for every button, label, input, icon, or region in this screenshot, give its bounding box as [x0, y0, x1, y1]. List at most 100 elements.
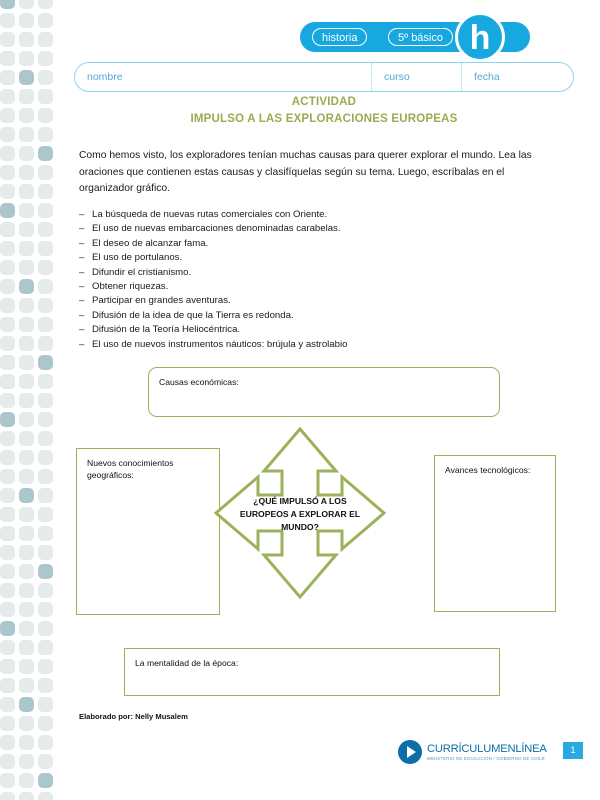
logo-name: CURRÍCULUMENLÍNEA	[427, 743, 547, 755]
decorative-dot	[0, 659, 15, 674]
decorative-dot	[19, 203, 34, 218]
page-number: 1	[563, 742, 583, 759]
decorative-dot	[19, 13, 34, 28]
decorative-dot	[19, 754, 34, 769]
decorative-dot	[19, 127, 34, 142]
date-field[interactable]: fecha	[461, 63, 575, 91]
decorative-dot	[0, 70, 15, 85]
list-item: –Difusión de la idea de que la Tierra es…	[79, 309, 499, 323]
decorative-dot	[19, 298, 34, 313]
list-item-label: El uso de nuevas embarcaciones denominad…	[92, 223, 341, 235]
list-bullet: –	[79, 209, 85, 220]
student-info-row: nombre curso fecha	[74, 62, 574, 92]
decorative-dot	[0, 241, 15, 256]
decorative-dot	[38, 260, 53, 275]
author-credit: Elaborado por: Nelly Musalem	[79, 712, 188, 721]
decorative-dot	[38, 355, 53, 370]
decorative-dot	[0, 697, 15, 712]
decorative-dot	[0, 108, 15, 123]
list-item-label: El uso de portulanos.	[92, 252, 183, 264]
decorative-dot	[38, 393, 53, 408]
list-item: –Obtener riquezas.	[79, 280, 499, 294]
decorative-dot	[0, 13, 15, 28]
decorative-dot	[0, 279, 15, 294]
decorative-dot	[0, 469, 15, 484]
decorative-dot	[19, 545, 34, 560]
course-field[interactable]: curso	[371, 63, 461, 91]
decorative-dot	[38, 469, 53, 484]
list-bullet: –	[79, 281, 85, 293]
name-field[interactable]: nombre	[87, 71, 123, 83]
decorative-dot	[0, 583, 15, 598]
decorative-dot	[38, 716, 53, 731]
decorative-dot	[38, 374, 53, 389]
decorative-dot	[0, 374, 15, 389]
decorative-dot	[19, 279, 34, 294]
box-period-mentality[interactable]: La mentalidad de la época:	[124, 648, 500, 696]
decorative-dot	[0, 564, 15, 579]
list-item-label: El deseo de alcanzar fama.	[92, 237, 209, 249]
subject-pill: historia	[312, 28, 368, 46]
decorative-dot	[0, 184, 15, 199]
list-item-label: Difusión de la Teoría Heliocéntrica.	[92, 324, 241, 336]
decorative-dot	[19, 32, 34, 47]
decorative-dot	[38, 754, 53, 769]
instructions-paragraph: Como hemos visto, los exploradores tenía…	[79, 150, 532, 194]
decorative-dot	[19, 735, 34, 750]
list-item: –El deseo de alcanzar fama.	[79, 237, 499, 251]
decorative-dot	[19, 697, 34, 712]
decorative-dot	[38, 317, 53, 332]
list-item: –El uso de nuevos instrumentos náuticos:…	[79, 338, 499, 352]
list-item-label: Difundir el cristianismo.	[92, 266, 192, 278]
list-bullet: –	[79, 309, 85, 321]
decorative-dot	[0, 621, 15, 636]
decorative-dot	[0, 32, 15, 47]
decorative-dot	[38, 336, 53, 351]
decorative-dot	[0, 678, 15, 693]
decorative-dot	[19, 450, 34, 465]
decorative-dot	[38, 678, 53, 693]
list-item-label: La búsqueda de nuevas rutas comerciales …	[92, 209, 328, 220]
list-item: –Difusión de la Teoría Heliocéntrica.	[79, 323, 499, 337]
decorative-dot	[19, 89, 34, 104]
decorative-dot	[38, 659, 53, 674]
decorative-dot	[19, 526, 34, 541]
decorative-dot-column	[38, 0, 56, 800]
list-bullet: –	[79, 338, 85, 350]
decorative-dot	[19, 393, 34, 408]
list-bullet: –	[79, 295, 85, 307]
list-item-label: Difusión de la idea de que la Tierra es …	[92, 309, 294, 321]
decorative-dot	[38, 222, 53, 237]
decorative-dot	[19, 260, 34, 275]
decorative-dot	[38, 621, 53, 636]
play-circle-icon	[398, 740, 422, 764]
list-item: –La búsqueda de nuevas rutas comerciales…	[79, 208, 499, 222]
decorative-dot	[38, 108, 53, 123]
list-bullet: –	[79, 266, 85, 278]
decorative-dot	[38, 32, 53, 47]
decorative-dot	[38, 203, 53, 218]
decorative-dot	[19, 146, 34, 161]
decorative-dot	[38, 526, 53, 541]
box-geographic-knowledge[interactable]: Nuevos conocimientos geográficos:	[76, 448, 220, 615]
causes-list: –La búsqueda de nuevas rutas comerciales…	[79, 208, 499, 352]
decorative-dot	[0, 298, 15, 313]
box-economic-causes[interactable]: Causas económicas:	[148, 367, 500, 417]
four-way-arrow-icon	[213, 427, 387, 600]
decorative-dot	[0, 754, 15, 769]
box-technological-advances[interactable]: Avances tecnológicos:	[434, 455, 556, 612]
decorative-dot-column	[19, 0, 37, 800]
list-item-label: El uso de nuevos instrumentos náuticos: …	[92, 338, 348, 350]
list-item-label: Obtener riquezas.	[92, 281, 169, 293]
grade-pill: 5º básico	[388, 28, 453, 46]
graphic-organizer: Causas económicas: Nuevos conocimientos …	[0, 355, 600, 715]
decorative-dot	[19, 70, 34, 85]
list-item: –Difundir el cristianismo.	[79, 266, 499, 280]
decorative-dot	[19, 583, 34, 598]
decorative-dot	[19, 165, 34, 180]
box-mentality-label: La mentalidad de la época:	[135, 658, 239, 668]
center-question: ¿QUÉ IMPULSÓ A LOS EUROPEOS A EXPLORAR E…	[239, 496, 361, 532]
decorative-dot	[19, 469, 34, 484]
decorative-dot	[38, 0, 53, 9]
decorative-dot	[0, 165, 15, 180]
